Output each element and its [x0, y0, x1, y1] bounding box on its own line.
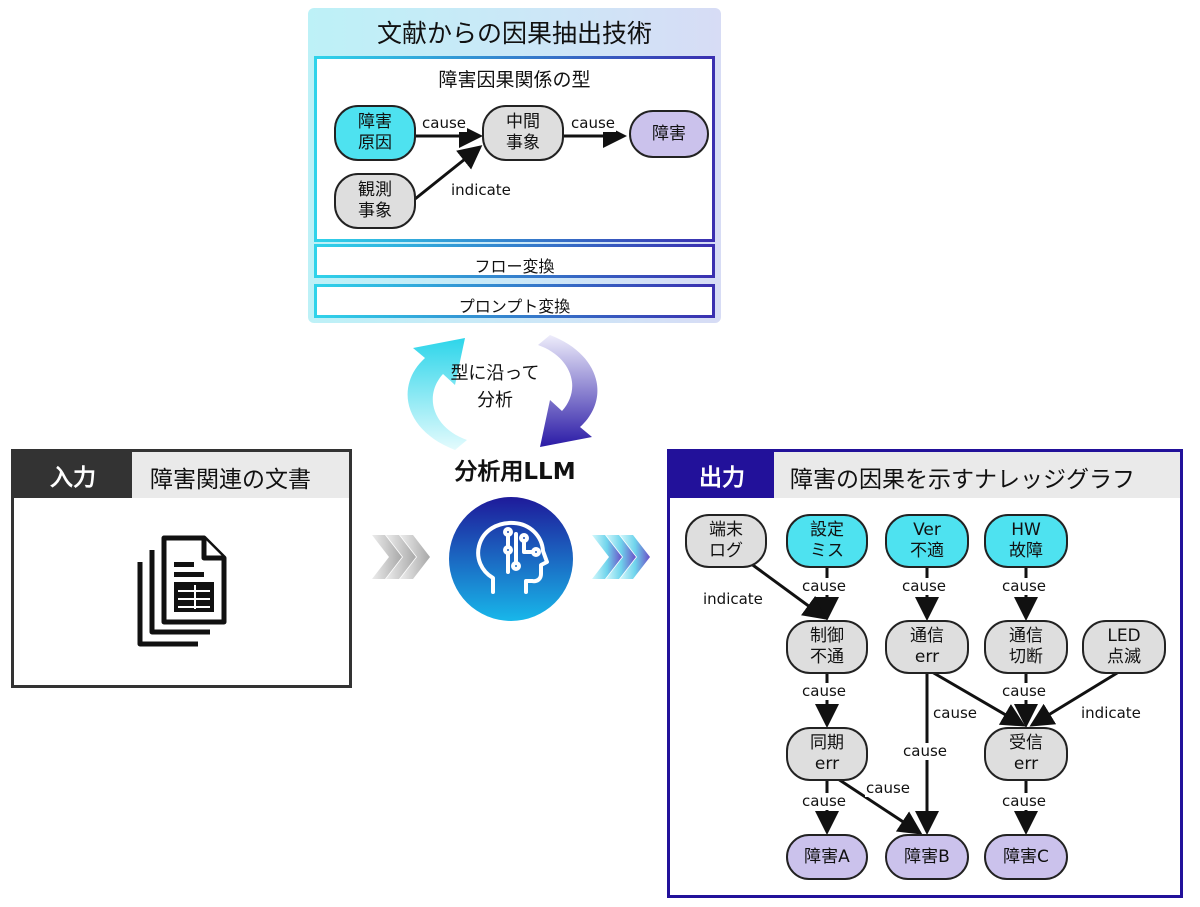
- node-failure-cause: 障害 原因: [334, 105, 416, 161]
- node-terminal-log: 端末 ログ: [685, 514, 767, 568]
- node-failure-b: 障害B: [885, 834, 969, 880]
- node-recv-err: 受信 err: [984, 727, 1068, 781]
- flow-conversion-bar: フロー変換: [314, 244, 715, 278]
- pattern-title: 障害因果関係の型: [438, 69, 591, 91]
- edge-led-recv: [1029, 668, 1123, 727]
- node-comm-cut: 通信 切断: [984, 620, 1068, 674]
- edge-label: cause: [801, 792, 847, 810]
- flow-conversion-label: フロー変換: [474, 257, 555, 276]
- node-failure: 障害: [629, 110, 709, 158]
- edge-comm-recv: [931, 670, 1026, 727]
- edge-label: cause: [801, 682, 847, 700]
- output-header: 出力 障害の因果を示すナレッジグラフ: [670, 452, 1180, 498]
- output-tag: 出力: [670, 452, 774, 498]
- ai-head-icon: [449, 497, 573, 621]
- prompt-conversion-bar: プロンプト変換: [314, 284, 715, 318]
- edge-label-cause-1: cause: [421, 114, 467, 132]
- panel-title: 文献からの因果抽出技術: [376, 19, 652, 48]
- pattern-box: 障害因果関係の型 障害 原因 中間 事象 障害 観測 事象 cause caus…: [314, 56, 715, 242]
- node-failure-a: 障害A: [786, 834, 868, 880]
- edge-label-indicate: indicate: [450, 181, 512, 199]
- input-header: 入力 障害関連の文書: [14, 452, 349, 498]
- edge-label: cause: [1001, 577, 1047, 595]
- edge-label: cause: [865, 779, 911, 797]
- node-failure-c: 障害C: [984, 834, 1068, 880]
- prompt-conversion-label: プロンプト変換: [458, 297, 571, 316]
- llm-label: 分析用LLM: [454, 459, 576, 485]
- node-comm-err: 通信 err: [885, 620, 969, 674]
- edge-label: cause: [932, 704, 978, 722]
- output-panel: 出力 障害の因果を示すナレッジグラフ 端末 ログ 設定 ミス Ver 不適 HW…: [667, 449, 1183, 898]
- cycle-label: 型に沿って 分析: [450, 363, 540, 411]
- edge-indicate: [414, 145, 483, 201]
- edge-log-control: [749, 561, 828, 620]
- edge-label-cause-2: cause: [570, 114, 616, 132]
- document-stack-icon: [137, 535, 227, 647]
- edge-label: cause: [902, 742, 948, 760]
- edge-label: cause: [1001, 792, 1047, 810]
- causal-extraction-panel: 文献からの因果抽出技術 障害因果関係の型 障害 原因 中間 事象 障害 観測 事…: [308, 8, 721, 323]
- node-led: LED 点滅: [1082, 620, 1166, 674]
- input-panel: 入力 障害関連の文書: [11, 449, 352, 688]
- edge-label: cause: [801, 577, 847, 595]
- edge-label: cause: [1001, 682, 1047, 700]
- edge-label: cause: [901, 577, 947, 595]
- pattern-edges: [414, 124, 627, 201]
- node-intermediate: 中間 事象: [482, 105, 564, 161]
- edge-sync-failb: [834, 775, 923, 835]
- node-control: 制御 不通: [786, 620, 868, 674]
- chevron-right-icon: [592, 535, 650, 579]
- chevron-right-icon: [372, 535, 430, 579]
- input-tag: 入力: [14, 452, 132, 498]
- node-hw: HW 故障: [984, 514, 1068, 568]
- node-sync-err: 同期 err: [786, 727, 868, 781]
- output-title: 障害の因果を示すナレッジグラフ: [790, 467, 1135, 493]
- cycle-arrows-icon: [407, 335, 598, 450]
- input-title: 障害関連の文書: [150, 467, 311, 493]
- node-ver: Ver 不適: [885, 514, 969, 568]
- edge-label: indicate: [702, 590, 764, 608]
- node-config-miss: 設定 ミス: [786, 514, 868, 568]
- node-observed: 観測 事象: [334, 173, 416, 229]
- edge-label: indicate: [1080, 704, 1142, 722]
